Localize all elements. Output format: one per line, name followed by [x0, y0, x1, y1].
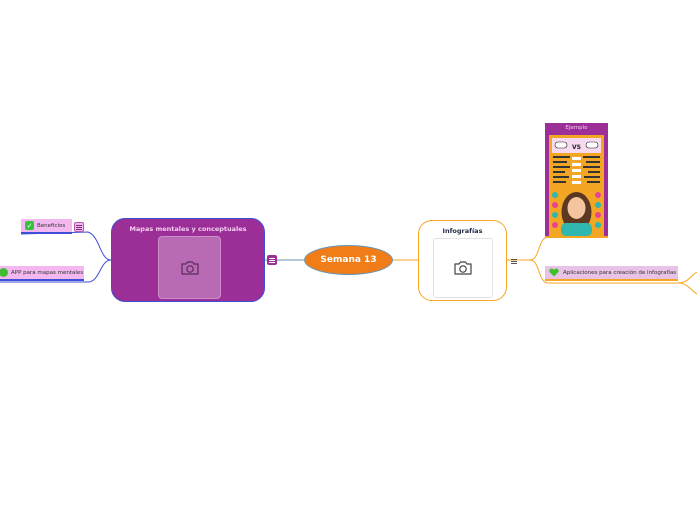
heart-icon: [549, 268, 559, 277]
subtopic-aplicaciones-label: Aplicaciones para creación de infografía…: [563, 269, 677, 276]
topic-mapas-title: Mapas mentales y conceptuales: [129, 225, 247, 233]
subtopic-ejemplo-label: Ejemplo: [565, 125, 588, 131]
status-dot-icon: [0, 268, 8, 277]
central-topic[interactable]: Semana 13: [304, 245, 393, 275]
notes-icon[interactable]: [509, 256, 519, 266]
topic-mapas-mentales[interactable]: Mapas mentales y conceptuales: [111, 218, 265, 302]
camera-icon: [454, 261, 472, 275]
notes-icon[interactable]: [267, 255, 277, 265]
subtopic-beneficios-label: Beneficios: [37, 222, 66, 229]
subtopic-app-label: APP para mapas mentales: [11, 269, 84, 276]
subtopic-ejemplo[interactable]: Ejemplo VS: [545, 123, 608, 238]
svg-text:VS: VS: [572, 144, 581, 151]
subtopic-aplicaciones[interactable]: Aplicaciones para creación de infografía…: [545, 266, 678, 281]
infographic-poster-image: VS: [549, 135, 604, 236]
subtopic-beneficios[interactable]: ✓ Beneficios: [21, 219, 72, 234]
subtopic-app-mapas[interactable]: APP para mapas mentales: [0, 266, 84, 281]
central-topic-label: Semana 13: [320, 255, 377, 265]
topic-infografias-title: Infografías: [442, 227, 483, 235]
image-placeholder[interactable]: [158, 236, 221, 299]
camera-icon: [180, 260, 199, 275]
topic-infografias[interactable]: Infografías: [418, 220, 507, 301]
image-placeholder[interactable]: [433, 238, 493, 298]
check-icon: ✓: [25, 221, 34, 230]
notes-icon[interactable]: [74, 222, 84, 232]
